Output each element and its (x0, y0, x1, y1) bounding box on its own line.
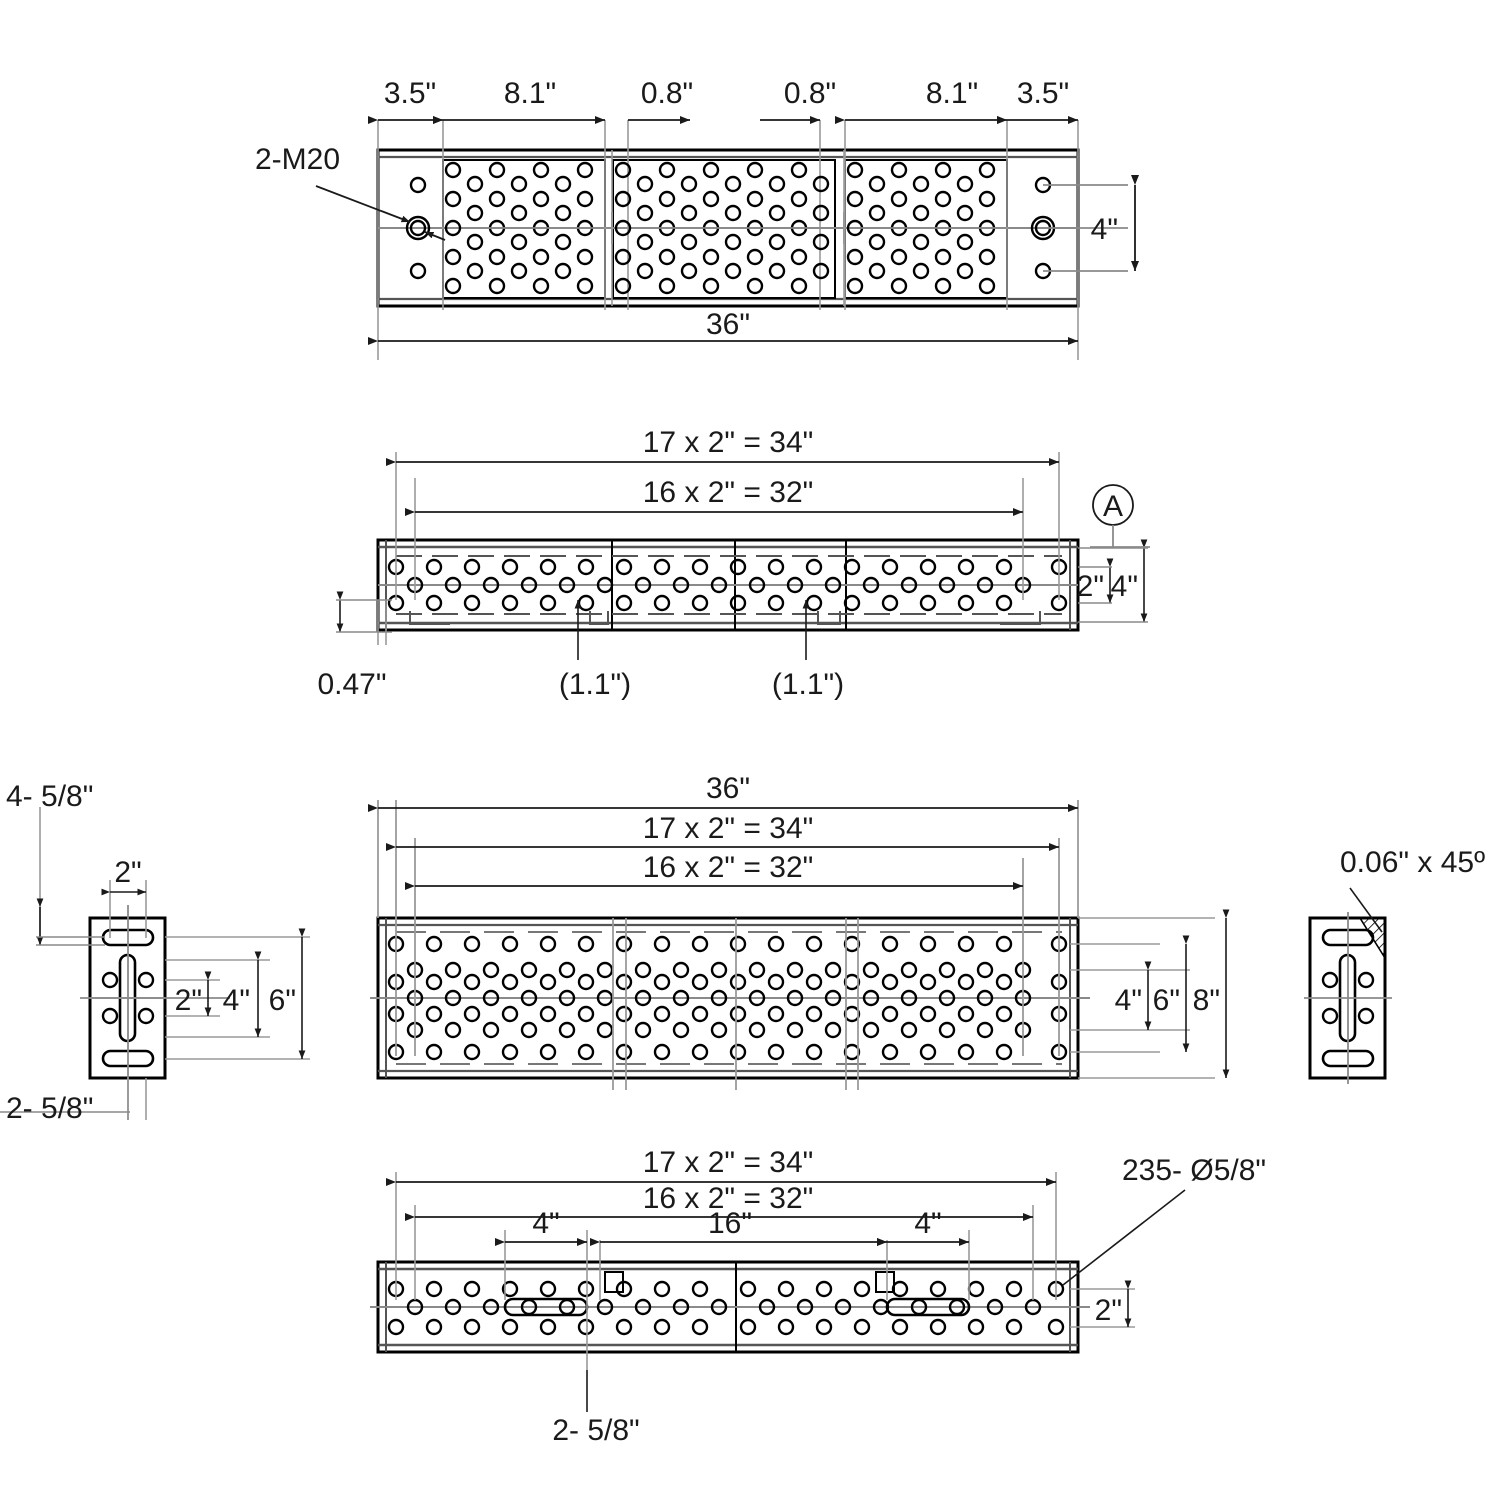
dim-front-1p1-right-text: (1.1") (772, 668, 844, 701)
hole-group-main-r1 (387, 935, 1068, 953)
callout-hole-count: 235- Ø5/8" (1062, 1154, 1266, 1286)
dim-4-5-8: 4- 5/8" (6, 780, 105, 946)
hole-group-plan-edges (405, 176, 1128, 280)
hole-group-main-r7 (387, 1043, 1068, 1061)
dim-chain-top-plan: 3.5" 8.1" 0.8" 0.8" 8.1" 3.5" (368, 77, 1078, 124)
dim-front-17x2-text: 17 x 2" = 34" (643, 426, 814, 459)
dim-front-16x2-text: 16 x 2" = 32" (643, 476, 814, 509)
callout-2-m20: 2-M20 (255, 143, 446, 241)
dim-main-6: 6" (1153, 984, 1180, 1017)
dim-main-16x2: 16 x 2" = 32" (405, 851, 1023, 890)
dim-bottom-17x2: 17 x 2" = 34" (386, 1146, 1056, 1186)
dim-bottom-16: 16" (708, 1207, 752, 1240)
dim-front-2in: 2" (1077, 570, 1104, 603)
dim-2-5-8-left: 2- 5/8" (0, 1092, 130, 1125)
dim-front-1p1-left: (1.1") (559, 600, 631, 701)
hole-group-bottom-r1 (387, 1280, 1065, 1298)
dim-main-36: 36" (368, 772, 1078, 812)
dim-bottom-4-right: 4" (914, 1207, 941, 1240)
dim-plan-4: 4" (1091, 213, 1118, 246)
dim-bottom-16x2-text: 16 x 2" = 32" (643, 1182, 814, 1215)
view-bottom-elevation: 17 x 2" = 34" 16 x 2" = 32" 4" 16" 4" 2"… (370, 1146, 1266, 1447)
dim-bottom-chain: 4" 16" 4" (495, 1207, 969, 1246)
dim-bottom-16x2: 16 x 2" = 32" (405, 1182, 1033, 1221)
dim-4-5-8-text: 4- 5/8" (6, 780, 93, 813)
dim-left-end-4: 4" (223, 984, 250, 1017)
callout-slot-count-text: 2- 5/8" (552, 1414, 639, 1447)
callout-chamfer: 0.06" x 45º (1340, 846, 1485, 933)
dim-front-17x2: 17 x 2" = 34" (386, 426, 1059, 466)
dim-plan-8p1-left: 8.1" (504, 77, 556, 110)
view-main-elevation: 36" 17 x 2" = 34" 16 x 2" = 32" 4" 6" 8" (368, 772, 1230, 1090)
dim-bottom-2in: 2" (1095, 1280, 1132, 1327)
dim-front-1p1-left-text: (1.1") (559, 668, 631, 701)
detail-marker-a: A (1090, 484, 1150, 548)
dim-plan-36: 36" (706, 308, 750, 341)
dim-overall-36-plan: 36" (368, 308, 1078, 345)
view-top-plan: 3.5" 8.1" 0.8" 0.8" 8.1" 3.5" 36" 4" 2-M… (255, 77, 1139, 360)
dim-2-5-8-left-text: 2- 5/8" (6, 1092, 93, 1125)
dim-left-end-2: 2" (175, 984, 202, 1017)
dim-main-stack: 4" 6" 8" (1115, 909, 1230, 1078)
dim-plan-0p8-left: 0.8" (641, 77, 693, 110)
dim-plan-3p5-right: 3.5" (1017, 77, 1069, 110)
dim-main-17x2: 17 x 2" = 34" (386, 812, 1059, 851)
dim-height-4-plan: 4" (1091, 175, 1139, 271)
dim-main-36-text: 36" (706, 772, 750, 805)
hole-group-main-r6 (406, 1021, 1032, 1039)
dim-main-4: 4" (1115, 984, 1142, 1017)
dim-left-end-stack: 2" 4" 6" (175, 928, 306, 1059)
hole-group-front-row-top (387, 558, 1068, 576)
dim-main-8: 8" (1193, 984, 1220, 1017)
view-front-elevation: 17 x 2" = 34" 16 x 2" = 32" 2" 4" A (317, 426, 1150, 701)
label-2-m20: 2-M20 (255, 143, 340, 176)
dim-plan-0p8-right: 0.8" (784, 77, 836, 110)
view-detail-a: 0.06" x 45º (1304, 846, 1485, 1084)
dim-front-1p1-right: (1.1") (772, 600, 844, 701)
view-left-end: 2" 4- 5/8" 2- 5/8" 2" 4" 6" (0, 780, 310, 1125)
dim-bottom-2in-text: 2" (1095, 1294, 1122, 1327)
callout-chamfer-text: 0.06" x 45º (1340, 846, 1485, 879)
hole-group-main-r5 (387, 1005, 1068, 1023)
hole-group-bottom-r3 (387, 1318, 1065, 1336)
dim-front-4in: 4" (1111, 570, 1138, 603)
dim-bottom-17x2-text: 17 x 2" = 34" (643, 1146, 814, 1179)
hole-group-main-r2 (406, 961, 1032, 979)
dim-left-end-2-width: 2" (101, 856, 146, 896)
callout-hole-count-text: 235- Ø5/8" (1122, 1154, 1266, 1187)
dim-front-0p47-text: 0.47" (317, 668, 386, 701)
hole-group-front-row-bot (387, 594, 1068, 612)
dim-plan-3p5-left: 3.5" (384, 77, 436, 110)
dim-front-right: 2" 4" (1077, 539, 1148, 623)
dim-front-0p47: 0.47" (317, 591, 392, 701)
dim-bottom-4-left: 4" (532, 1207, 559, 1240)
dim-left-end-6: 6" (269, 984, 296, 1017)
dim-main-16x2-text: 16 x 2" = 32" (643, 851, 814, 884)
dim-left-end-2-width-text: 2" (114, 856, 141, 889)
dim-front-16x2: 16 x 2" = 32" (405, 476, 1023, 516)
callout-slot-count: 2- 5/8" (552, 1370, 640, 1447)
dim-main-17x2-text: 17 x 2" = 34" (643, 812, 814, 845)
detail-marker-a-label: A (1103, 490, 1123, 523)
dim-plan-8p1-right: 8.1" (926, 77, 978, 110)
